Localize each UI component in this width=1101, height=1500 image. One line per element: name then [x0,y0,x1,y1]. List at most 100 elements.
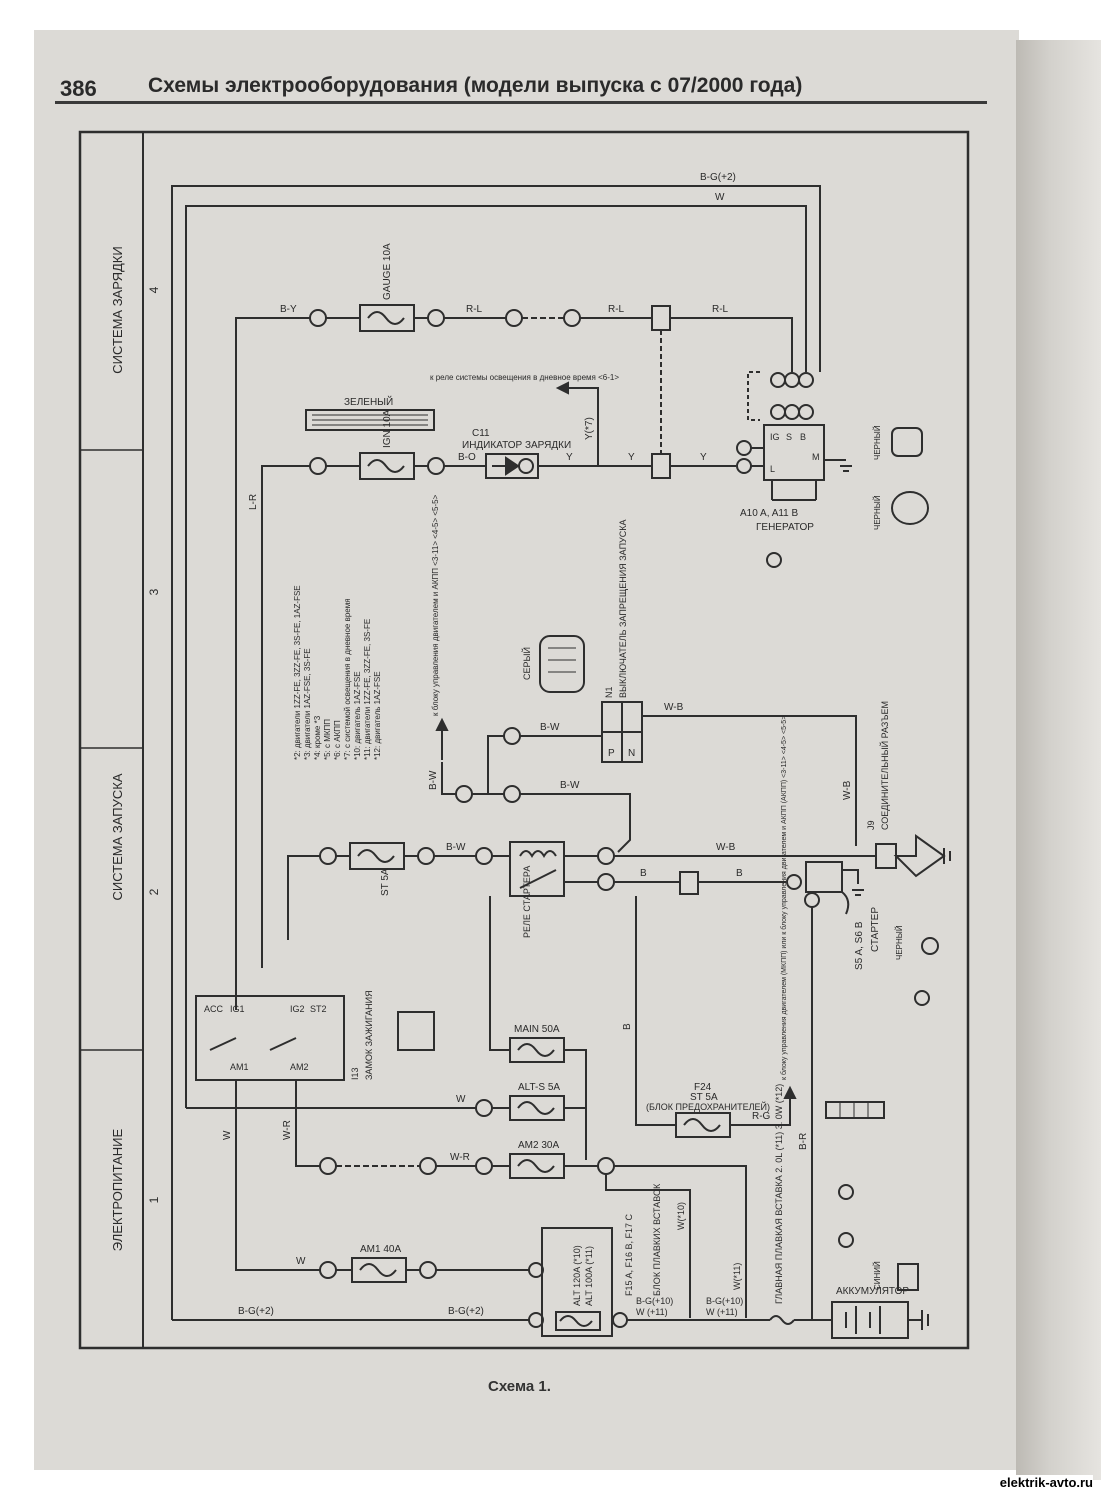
connector-1g [427,457,445,475]
diagram-stroke [359,1263,397,1277]
diagram-stroke: IG2 [290,1004,305,1014]
ignition-connector-sketch [397,1011,435,1051]
connector-2c [475,1157,493,1175]
connector-1c-st [319,847,337,865]
wire-label-w3: W [296,1256,306,1267]
header-rule [55,101,987,104]
wire-label-rg: R-G [752,1111,771,1122]
connector-1i-b [419,1157,437,1175]
gen-dashed-bracket [747,371,760,421]
wire-label-bg10: B-G(+10) [636,1296,673,1306]
section-number-1: 1 [147,1196,161,1203]
diagram-stroke [312,414,428,426]
starter-relay-label: РЕЛЕ СТАРТЕРА [522,866,532,938]
starter-pin-b [786,874,802,890]
connector-2a-right [597,847,615,865]
generator-body [763,424,825,481]
diagram-stroke [435,717,449,731]
c11-connector-sketch [305,409,435,431]
diagram-stroke: M [812,452,820,462]
drl-relay-note: к реле системы освещения в дневное время… [430,373,619,382]
page-title: Схемы электрооборудования (модели выпуск… [148,74,803,97]
wire-label-lr: L-R [248,494,259,510]
diagram-stroke: IG1 [230,1004,245,1014]
wire-label-y7: Y(*7) [584,417,595,440]
note-1: *2: двигатели 1ZZ-FE, 3ZZ-FE, 3S-FE, 1AZ… [293,585,302,760]
j9-id: J9 [866,820,876,830]
wire-label-bw1: B-W [540,722,560,733]
diagram-stroke [519,850,557,858]
diagram-stroke [441,762,456,795]
diagram-stroke [683,1118,721,1132]
wire-by [235,317,310,1010]
diagram-stroke [519,869,557,889]
diagram-stroke [605,1174,691,1318]
n1-name: ВЫКЛЮЧАТЕЛЬ ЗАПРЕЩЕНИЯ ЗАПУСКА [618,519,628,698]
connector-2i [475,1099,493,1117]
starter-label: СТАРТЕР [870,907,881,952]
page-spine-shadow [1016,40,1101,1480]
diagram-stroke [564,1049,587,1160]
diagram-stroke [548,647,576,673]
diagram-stroke [209,1037,297,1051]
diagram-stroke [555,381,569,395]
diagram-stroke: S [786,432,792,442]
ignition-switch-id: I13 [350,1067,360,1080]
a11-connector-sketch [891,427,923,457]
a10-ring-terminal [766,552,782,568]
note-2: *3: двигатели 1AZ-FSE, 3S-FE [303,648,312,760]
diagram-stroke [367,311,405,325]
page-number: 386 [60,76,97,101]
diagram-stroke [635,896,676,1126]
paper-sheet [34,30,1019,1470]
a12-color: ЧЕРНЫЙ [873,495,882,530]
wire-label-bw3: B-W [428,770,439,790]
diagram-stroke [517,1101,555,1115]
generator-label: ГЕНЕРАТОР [756,522,814,533]
f24-connector-sketch [825,1101,885,1119]
connector-b-gen-l [736,458,752,474]
gen-pin-a2 [798,404,814,420]
wire-label-y3: Y [700,452,707,463]
diagram-stroke [367,459,405,473]
am2-fuse-label: AM2 30A [518,1140,559,1151]
notes-block: *2: двигатели 1ZZ-FE, 3ZZ-FE, 3S-FE, 1AZ… [293,585,382,760]
wire-label-w2: W [222,1130,233,1140]
diagram-stroke [614,1165,747,1318]
ign-fuse-label: IGN 10A [382,409,393,448]
diagram-stroke: B [800,432,806,442]
wire-label-bg2-mid: B-G(+2) [448,1306,484,1317]
section-number-3: 3 [147,588,161,595]
wire-label-rl-1: R-L [466,304,483,315]
main-fuse-label: MAIN 50A [514,1024,560,1035]
connector-3a [505,309,523,327]
ignition-switch-label: ЗАМОК ЗАЖИГАНИЯ [364,990,374,1080]
wire-label-rl-3: R-L [712,304,729,315]
connector-1e [417,847,435,865]
diagram-caption: Схема 1. [488,1378,551,1395]
starter-ids: S5 A, S6 B [854,921,865,970]
battery-label: АККУМУЛЯТОР [836,1286,909,1297]
n1-id: N1 [604,686,614,698]
fuse-block-box [541,1227,613,1337]
wire-lr [261,465,310,968]
am1-fuse-label: AM1 40A [360,1244,401,1255]
connector-b-gen-ig [736,440,752,456]
diagram-stroke [517,1043,555,1057]
wire-wb-n1 [642,715,857,846]
wire-bg2-top [171,185,821,1320]
connector-3d [563,309,581,327]
wire-label-rl-2: R-L [608,304,625,315]
wire-label-b2: B [736,868,743,879]
connector-c-alt [528,1262,544,1278]
connector-if1 [679,871,699,895]
connector-ih2-top [651,305,671,331]
connector-1i-a [319,1157,337,1175]
connector-1a [419,1261,437,1279]
gen-pin-b3 [770,404,786,420]
gen-pin-b2-a [770,372,786,388]
wire-label-bo: B-O [458,452,476,463]
a11-color: ЧЕРНЫЙ [873,425,882,460]
note-9: *12: двигатель 1AZ-FSE [373,671,382,760]
